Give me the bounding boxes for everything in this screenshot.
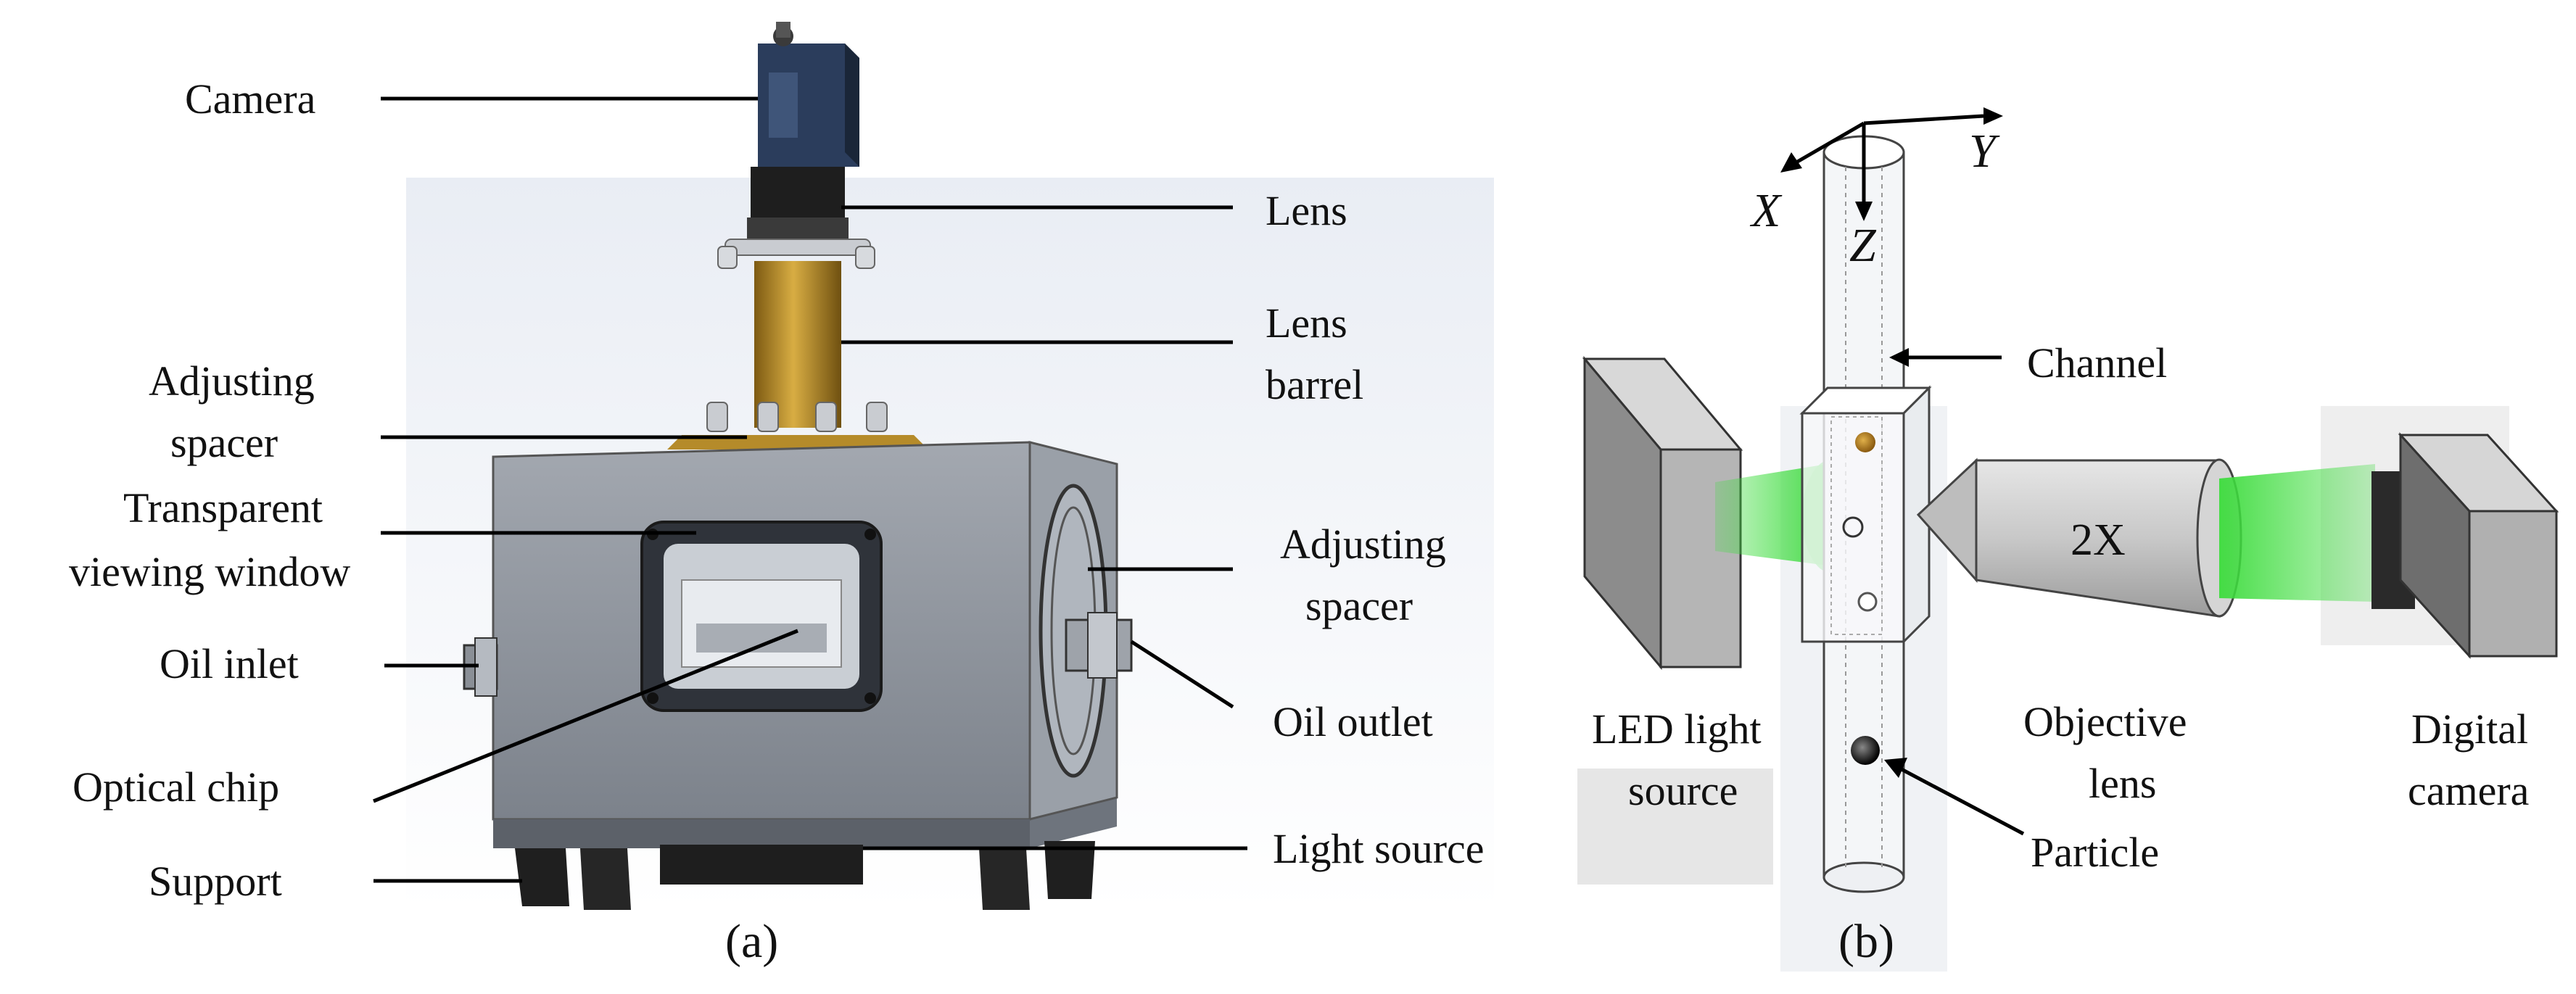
label-lens-barrel-1: Lens <box>1266 299 1347 347</box>
label-oil-inlet: Oil inlet <box>160 640 299 687</box>
label-adjusting-spacer-left-1: Adjusting <box>149 357 315 405</box>
label-digital-1: Digital <box>2411 705 2528 753</box>
lens-barrel-part <box>754 261 841 428</box>
label-led-2: source <box>1628 767 1738 814</box>
label-light-source: Light source <box>1273 825 1485 872</box>
label-transparent-window-2: viewing window <box>69 548 350 595</box>
digital-camera <box>2371 432 2559 659</box>
axis-y-label: Y <box>1969 125 2000 178</box>
caption-a: (a) <box>725 915 778 968</box>
led-light-source <box>1582 355 1743 671</box>
led-shadow <box>1577 769 1773 885</box>
label-lens-barrel-2: barrel <box>1266 361 1363 408</box>
light-source-part <box>660 845 863 885</box>
panel-a-leader-lines <box>373 96 1247 883</box>
oil-inlet-fitting <box>463 637 498 697</box>
label-camera: Camera <box>185 75 315 123</box>
support-feet <box>515 841 1095 910</box>
panel-a-labels: Camera Adjusting spacer Transparent view… <box>69 75 1485 968</box>
label-support: Support <box>149 858 282 905</box>
arrowhead-particle <box>1884 758 1907 778</box>
label-transparent-window-1: Transparent <box>123 484 323 531</box>
lens-part <box>717 167 875 269</box>
label-channel: Channel <box>2027 339 2167 386</box>
particle-mid <box>1842 516 1864 538</box>
camera-body <box>758 22 859 167</box>
label-objective-1: Objective <box>2023 698 2187 745</box>
leader-oil-outlet <box>1130 639 1234 709</box>
label-led-1: LED light <box>1592 705 1762 753</box>
panel-b-arrows <box>1899 355 2025 836</box>
coordinate-axes <box>1780 107 2003 221</box>
axis-x-label: X <box>1749 184 1783 237</box>
particle-gold <box>1855 432 1875 452</box>
arrow-particle <box>1899 766 2025 836</box>
chip-block <box>1799 385 1932 645</box>
label-oil-outlet: Oil outlet <box>1273 698 1433 745</box>
viewing-window <box>640 521 883 712</box>
label-optical-chip: Optical chip <box>73 763 279 811</box>
particle-main <box>1851 736 1880 765</box>
label-particle: Particle <box>2031 829 2159 876</box>
led-beam <box>1715 464 1828 566</box>
panel-b-diagram: 2X Y X Z Channel <box>1577 107 2559 972</box>
leader-optical-chip <box>373 629 798 803</box>
panel-a-apparatus <box>406 22 1494 910</box>
oil-outlet-fitting <box>1065 612 1133 679</box>
caption-b: (b) <box>1838 915 1894 968</box>
axis-z-label: Z <box>1849 219 1877 272</box>
label-objective-2: lens <box>2089 760 2156 807</box>
particle-clear <box>1857 592 1878 612</box>
label-digital-2: camera <box>2408 767 2529 814</box>
objective-magnification: 2X <box>2071 515 2126 565</box>
objective-lens: 2X <box>1916 457 2242 618</box>
label-adjusting-spacer-right-1: Adjusting <box>1280 521 1446 568</box>
camera-beam <box>2219 464 2375 602</box>
arrowhead-channel <box>1889 348 1909 367</box>
label-adjusting-spacer-right-2: spacer <box>1305 582 1413 629</box>
label-adjusting-spacer-left-2: spacer <box>170 419 278 466</box>
label-lens: Lens <box>1266 187 1347 234</box>
